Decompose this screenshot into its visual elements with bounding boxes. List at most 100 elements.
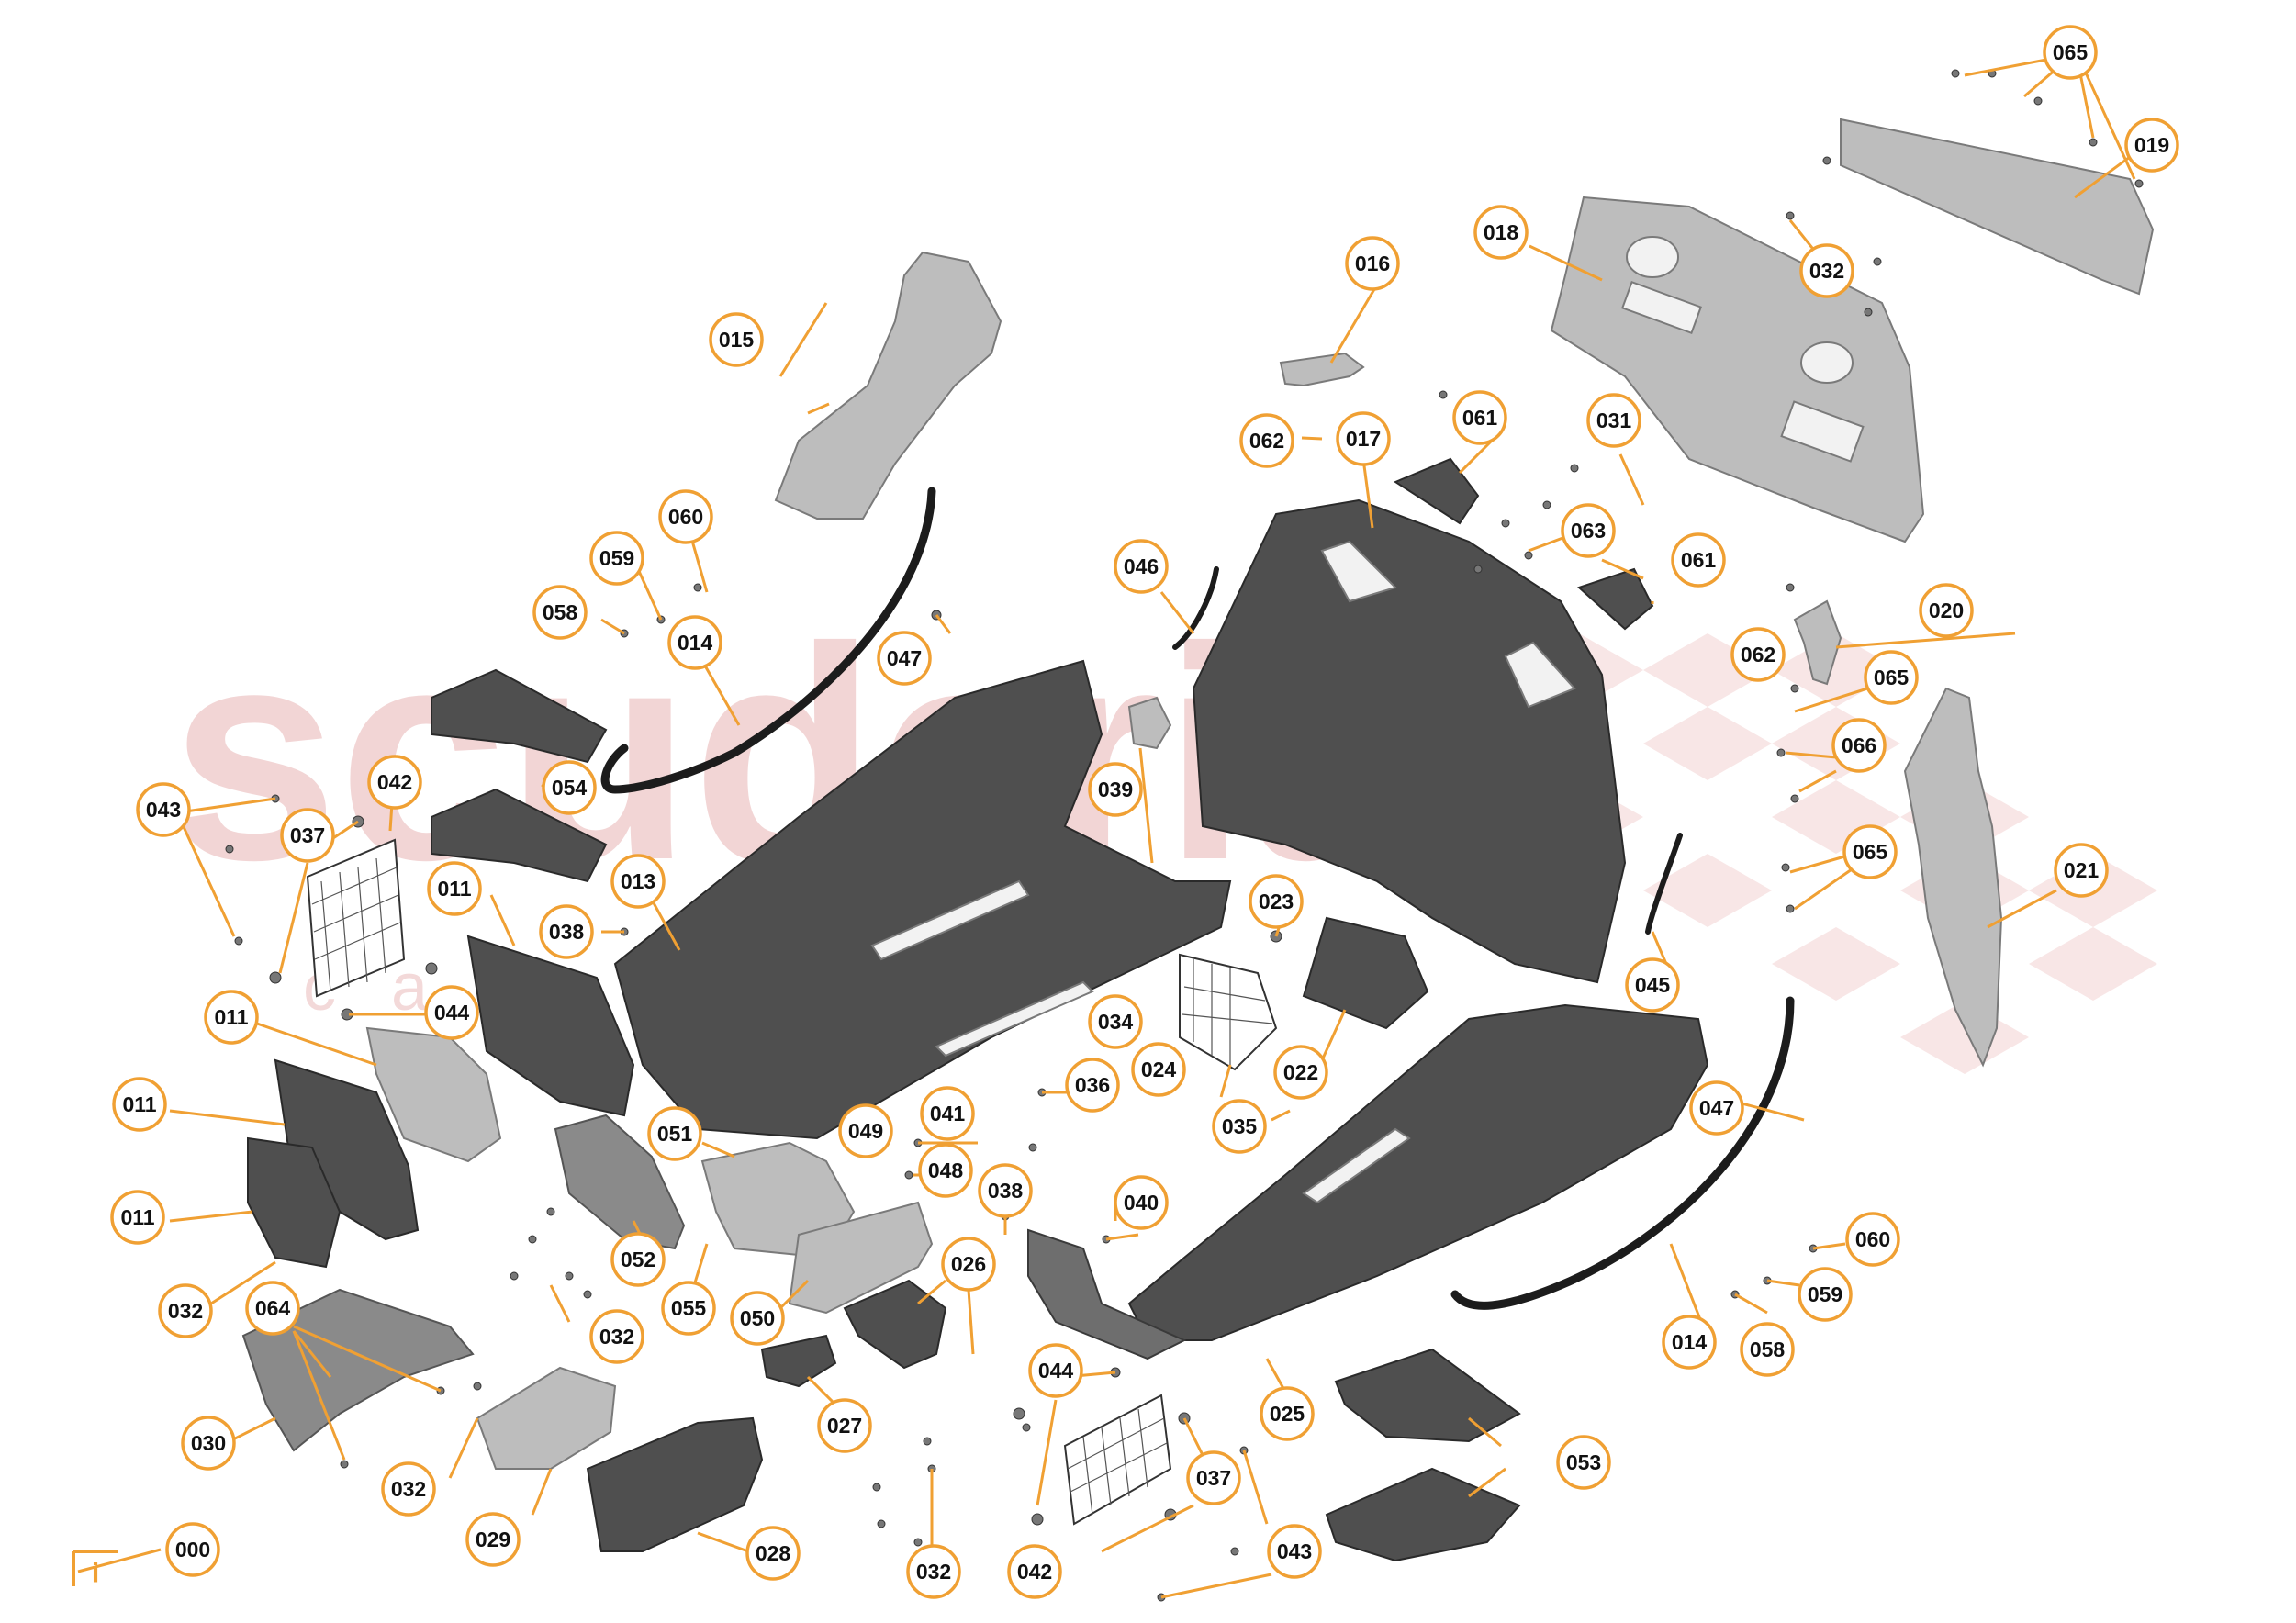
callout-050[interactable]: 050: [730, 1291, 785, 1346]
callout-040[interactable]: 040: [1114, 1175, 1169, 1230]
callout-055[interactable]: 055: [661, 1281, 716, 1336]
callout-065[interactable]: 065: [1864, 650, 1919, 705]
callout-060[interactable]: 060: [1845, 1212, 1900, 1267]
callout-013[interactable]: 013: [610, 854, 666, 909]
callout-022[interactable]: 022: [1273, 1045, 1328, 1100]
callout-053[interactable]: 053: [1556, 1435, 1611, 1490]
callout-037[interactable]: 037: [1186, 1450, 1241, 1505]
callout-062[interactable]: 062: [1239, 413, 1294, 468]
callout-032[interactable]: 032: [1799, 243, 1854, 298]
callout-035[interactable]: 035: [1212, 1099, 1267, 1154]
svg-text:014: 014: [1672, 1330, 1708, 1354]
callout-000[interactable]: 000: [165, 1522, 220, 1577]
svg-text:036: 036: [1075, 1073, 1110, 1097]
svg-text:052: 052: [621, 1248, 655, 1271]
callout-058[interactable]: 058: [1740, 1322, 1795, 1377]
svg-text:055: 055: [671, 1296, 707, 1320]
callout-021[interactable]: 021: [2054, 843, 2109, 898]
part-tray-upper: [431, 668, 608, 764]
callout-042[interactable]: 042: [367, 755, 422, 810]
svg-text:058: 058: [543, 600, 578, 624]
callout-026[interactable]: 026: [941, 1237, 996, 1292]
svg-text:011: 011: [120, 1205, 154, 1229]
svg-text:034: 034: [1098, 1010, 1134, 1034]
callout-058[interactable]: 058: [532, 585, 588, 640]
svg-text:000: 000: [175, 1538, 210, 1561]
callout-054[interactable]: 054: [542, 760, 597, 815]
callout-051[interactable]: 051: [647, 1106, 702, 1161]
callout-044[interactable]: 044: [1028, 1343, 1083, 1398]
callout-032[interactable]: 032: [589, 1309, 644, 1364]
callout-032[interactable]: 032: [381, 1461, 436, 1517]
callout-066[interactable]: 066: [1831, 718, 1887, 773]
callout-024[interactable]: 024: [1131, 1042, 1186, 1097]
callout-061[interactable]: 061: [1452, 390, 1507, 445]
callout-038[interactable]: 038: [978, 1163, 1033, 1218]
part-pillar-trim: [774, 251, 1002, 520]
callout-027[interactable]: 027: [817, 1398, 872, 1453]
callout-011[interactable]: 011: [427, 861, 482, 916]
callout-047[interactable]: 047: [877, 631, 932, 686]
callout-019[interactable]: 019: [2124, 118, 2179, 173]
callout-030[interactable]: 030: [181, 1416, 236, 1471]
svg-text:027: 027: [827, 1414, 862, 1438]
callout-023[interactable]: 023: [1249, 874, 1304, 929]
callout-061[interactable]: 061: [1671, 532, 1726, 588]
callout-031[interactable]: 031: [1586, 393, 1641, 448]
callout-044[interactable]: 044: [424, 985, 479, 1040]
svg-text:022: 022: [1283, 1060, 1318, 1084]
callout-049[interactable]: 049: [838, 1103, 893, 1158]
callout-011[interactable]: 011: [204, 990, 259, 1045]
callout-037[interactable]: 037: [280, 808, 335, 863]
callout-039[interactable]: 039: [1088, 762, 1143, 817]
callout-014[interactable]: 014: [1662, 1315, 1717, 1370]
callout-014[interactable]: 014: [667, 615, 722, 670]
svg-text:047: 047: [887, 646, 922, 670]
callout-059[interactable]: 059: [589, 531, 644, 586]
info-icon[interactable]: i: [72, 1550, 118, 1589]
svg-text:019: 019: [2134, 133, 2169, 157]
callout-043[interactable]: 043: [136, 782, 191, 837]
part-bracket-039: [1127, 696, 1172, 750]
svg-text:011: 011: [437, 877, 471, 901]
callout-042[interactable]: 042: [1007, 1544, 1062, 1599]
callout-017[interactable]: 017: [1336, 411, 1391, 466]
callout-047[interactable]: 047: [1689, 1080, 1744, 1136]
callout-020[interactable]: 020: [1919, 583, 1974, 638]
callout-015[interactable]: 015: [709, 312, 764, 367]
callout-011[interactable]: 011: [112, 1077, 167, 1132]
svg-text:020: 020: [1929, 599, 1964, 622]
callout-041[interactable]: 041: [920, 1086, 975, 1141]
callout-029[interactable]: 029: [465, 1512, 521, 1567]
svg-text:025: 025: [1270, 1402, 1305, 1426]
callout-062[interactable]: 062: [1730, 627, 1786, 682]
callout-052[interactable]: 052: [610, 1232, 666, 1287]
svg-text:059: 059: [1808, 1282, 1842, 1306]
callout-045[interactable]: 045: [1625, 957, 1680, 1013]
callout-048[interactable]: 048: [918, 1143, 973, 1198]
callout-064[interactable]: 064: [245, 1281, 300, 1336]
callout-038[interactable]: 038: [539, 904, 594, 959]
callout-032[interactable]: 032: [906, 1544, 961, 1599]
cable-045: [1645, 833, 1683, 935]
callout-034[interactable]: 034: [1088, 994, 1143, 1049]
callout-046[interactable]: 046: [1114, 539, 1169, 594]
callout-043[interactable]: 043: [1267, 1524, 1322, 1579]
svg-text:032: 032: [1809, 259, 1844, 283]
callout-032[interactable]: 032: [158, 1283, 213, 1338]
part-mat-upper: [1334, 1348, 1521, 1443]
callout-065[interactable]: 065: [2043, 25, 2098, 80]
callout-060[interactable]: 060: [658, 489, 713, 544]
callout-016[interactable]: 016: [1345, 236, 1400, 291]
svg-text:030: 030: [191, 1431, 226, 1455]
callout-011[interactable]: 011: [110, 1190, 165, 1245]
svg-text:032: 032: [599, 1325, 634, 1349]
callout-028[interactable]: 028: [745, 1526, 801, 1581]
svg-text:060: 060: [668, 505, 703, 529]
callout-025[interactable]: 025: [1260, 1386, 1315, 1441]
callout-065[interactable]: 065: [1842, 824, 1898, 879]
callout-018[interactable]: 018: [1473, 205, 1529, 260]
callout-059[interactable]: 059: [1798, 1267, 1853, 1322]
callout-063[interactable]: 063: [1561, 503, 1616, 558]
callout-036[interactable]: 036: [1065, 1058, 1120, 1113]
